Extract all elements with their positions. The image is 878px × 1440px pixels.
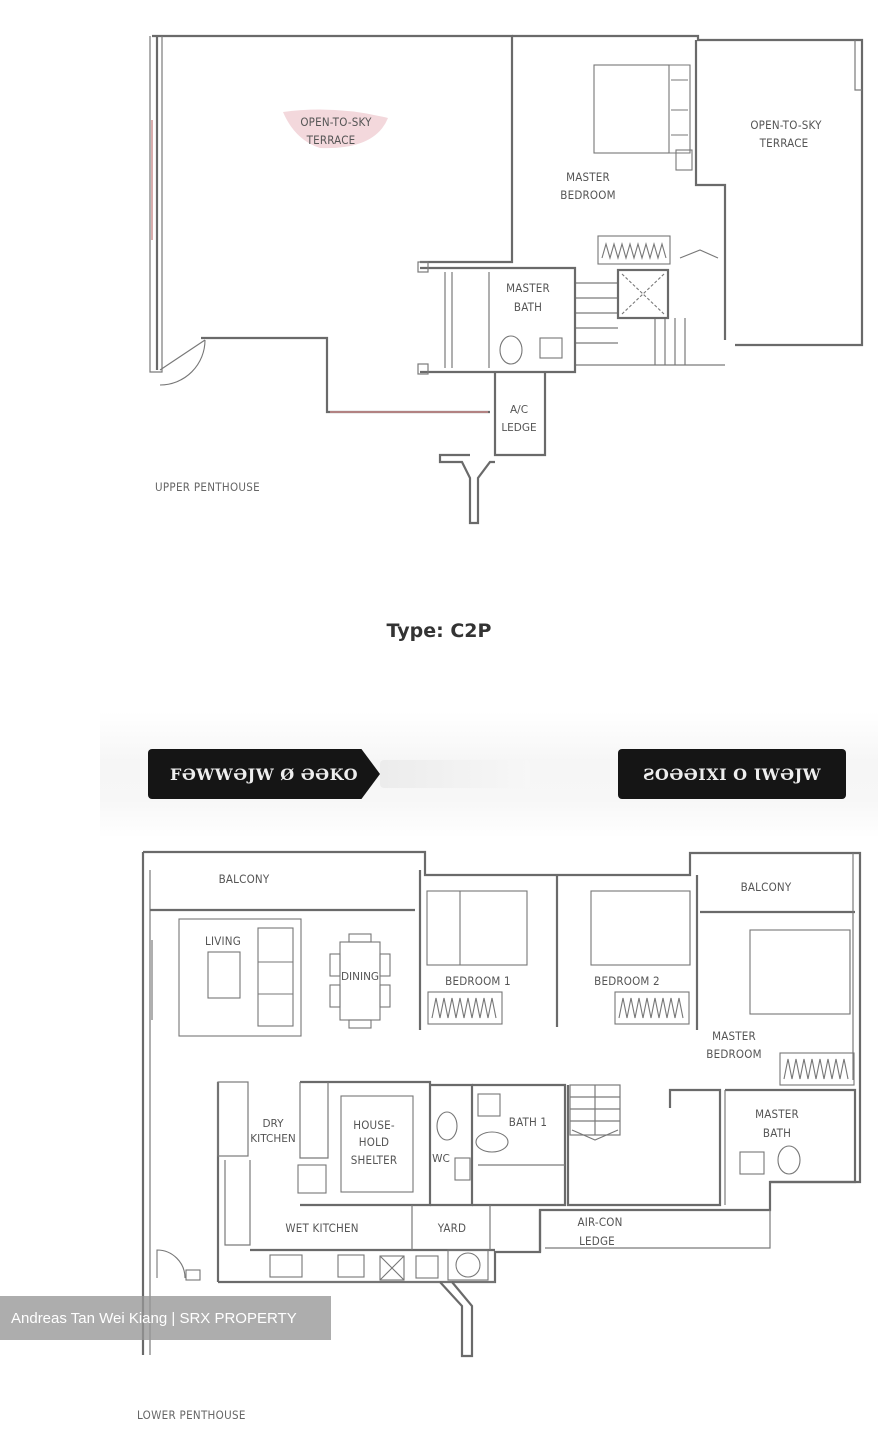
svg-text:SHELTER: SHELTER xyxy=(351,1153,398,1167)
svg-text:BEDROOM: BEDROOM xyxy=(706,1047,761,1061)
svg-text:A/C: A/C xyxy=(510,404,528,416)
svg-text:MASTER: MASTER xyxy=(566,170,610,184)
svg-text:BALCONY: BALCONY xyxy=(219,872,270,886)
svg-text:DRY: DRY xyxy=(262,1118,284,1130)
svg-text:OPEN-TO-SKY: OPEN-TO-SKY xyxy=(300,115,372,129)
svg-text:LEDGE: LEDGE xyxy=(579,1234,615,1248)
lower-penthouse-plan: BALCONY LIVING DINING BEDROOM 1 BEDROOM … xyxy=(141,850,862,1358)
svg-text:YARD: YARD xyxy=(437,1221,466,1235)
svg-text:LIVING: LIVING xyxy=(205,934,241,948)
svg-text:AIR-CON: AIR-CON xyxy=(577,1215,622,1229)
svg-text:DINING: DINING xyxy=(341,971,379,983)
watermark: Andreas Tan Wei Kiang | SRX PROPERTY xyxy=(0,1296,331,1340)
svg-text:HOLD: HOLD xyxy=(359,1135,389,1149)
svg-text:KITCHEN: KITCHEN xyxy=(250,1133,296,1145)
svg-text:TERRACE: TERRACE xyxy=(306,133,356,147)
svg-text:BATH 1: BATH 1 xyxy=(509,1115,547,1129)
svg-text:BATH: BATH xyxy=(763,1126,791,1140)
svg-text:WET KITCHEN: WET KITCHEN xyxy=(285,1221,358,1235)
lower-penthouse-label: LOWER PENTHOUSE xyxy=(137,1408,246,1422)
svg-text:MASTER: MASTER xyxy=(712,1029,756,1043)
svg-text:BEDROOM 1: BEDROOM 1 xyxy=(445,974,511,988)
svg-text:WC: WC xyxy=(432,1153,450,1165)
svg-text:HOUSE-: HOUSE- xyxy=(353,1118,395,1132)
upper-penthouse-plan: OPEN-TO-SKY TERRACE MASTER BEDROOM OPEN-… xyxy=(149,34,864,525)
svg-text:BEDROOM 2: BEDROOM 2 xyxy=(594,974,660,988)
label-badge-right: ƧOƏƏIXI O ƖWƏJW xyxy=(618,749,846,799)
svg-text:BALCONY: BALCONY xyxy=(741,880,792,894)
svg-text:BEDROOM: BEDROOM xyxy=(560,188,615,202)
svg-text:MASTER: MASTER xyxy=(755,1107,799,1121)
upper-penthouse-label: UPPER PENTHOUSE xyxy=(155,480,260,494)
label-badge-left: FƏWWƏJW Ø ƏƏKO xyxy=(148,749,380,799)
svg-text:TERRACE: TERRACE xyxy=(759,136,809,150)
unit-type-title: Type: C2P xyxy=(386,620,492,642)
faded-strip xyxy=(380,760,530,788)
svg-text:LEDGE: LEDGE xyxy=(501,422,536,434)
svg-text:MASTER: MASTER xyxy=(506,281,550,295)
svg-text:BATH: BATH xyxy=(514,300,542,314)
svg-text:OPEN-TO-SKY: OPEN-TO-SKY xyxy=(750,118,822,132)
